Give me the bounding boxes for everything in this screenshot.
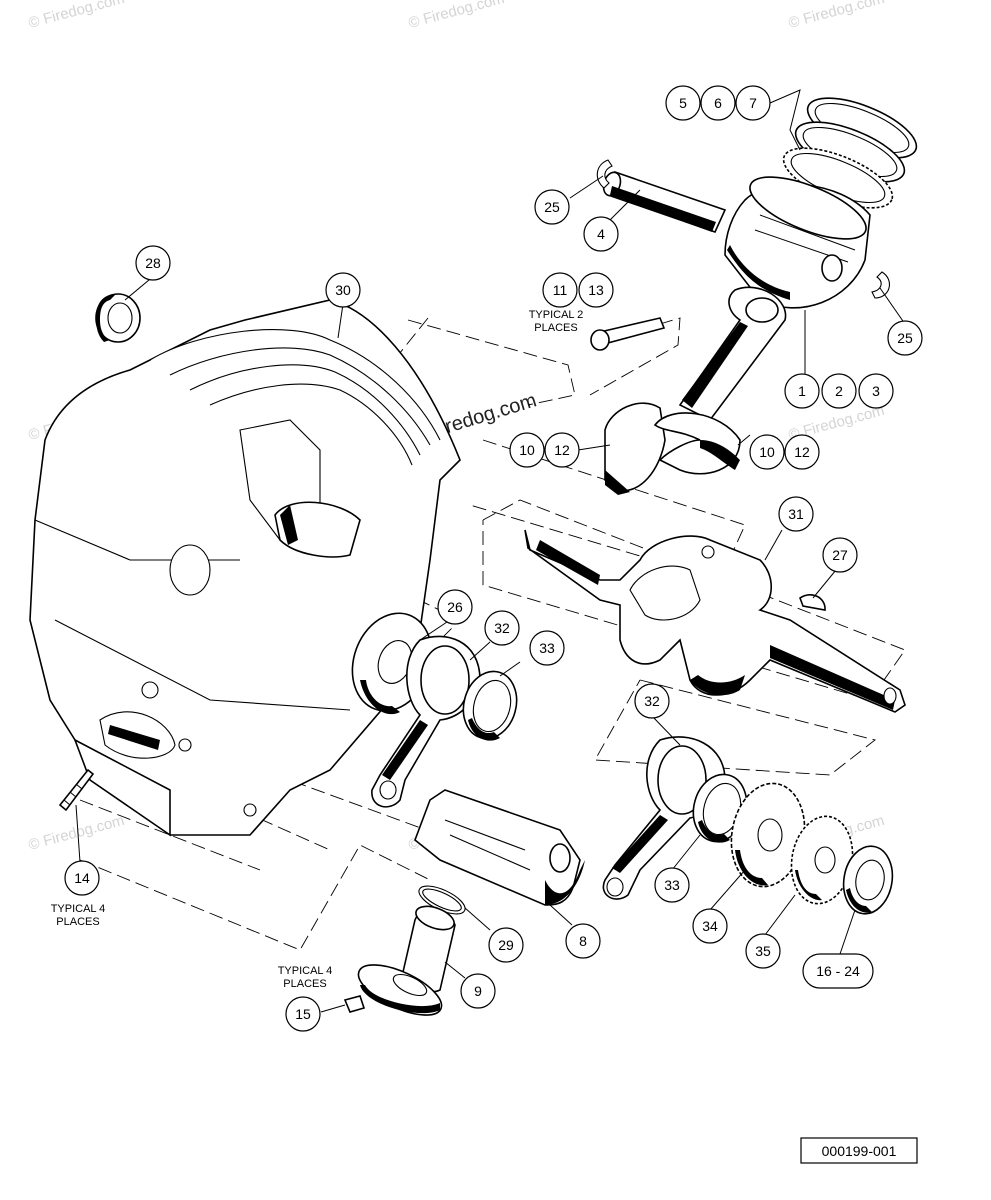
piston-rings <box>782 97 918 209</box>
callout-label: 3 <box>872 383 880 399</box>
crankshaft <box>524 529 906 713</box>
note-line: PLACES <box>534 322 577 334</box>
wrist-pin-assembly <box>596 159 891 299</box>
callout-label: 6 <box>714 95 722 111</box>
callout-label: 11 <box>553 282 568 298</box>
watermark-text: © Firedog.com <box>787 0 887 32</box>
callout-label: 32 <box>644 693 660 709</box>
woodruff-key <box>799 594 826 611</box>
watermark-text: © Firedog.com <box>27 0 127 32</box>
callout-10: 10 <box>749 434 785 470</box>
callout-12: 12 <box>784 434 820 470</box>
note-typical-2-places: TYPICAL 2 PLACES <box>529 309 584 334</box>
callout-label: 33 <box>664 877 680 893</box>
note-typical-4-places-left: TYPICAL 4 PLACES <box>51 903 106 928</box>
callout-label: 30 <box>335 282 351 298</box>
gears <box>730 782 894 915</box>
callout-25: 25 <box>534 189 570 225</box>
callout-label: 13 <box>588 282 604 298</box>
note-line: PLACES <box>56 916 99 928</box>
callout-label: 31 <box>788 506 804 522</box>
callout-label: 2 <box>835 383 843 399</box>
connecting-rod-left <box>371 635 518 808</box>
callout-34: 34 <box>692 908 728 944</box>
leader-lines <box>75 89 906 1013</box>
callout-label: 25 <box>544 199 560 215</box>
callout-2: 2 <box>821 373 857 409</box>
note-typical-4-places-bottom: TYPICAL 4 PLACES <box>278 965 333 990</box>
callout-13: 13 <box>578 272 614 308</box>
figure-id-box: 000199-001 <box>800 1137 918 1164</box>
callout-26: 26 <box>437 589 473 625</box>
flange-cap-assembly <box>343 885 466 1016</box>
watermark-text: © Firedog.com <box>407 0 507 32</box>
callout-label: 32 <box>494 620 510 636</box>
callout-label: 27 <box>832 547 848 563</box>
callout-label: 5 <box>679 95 687 111</box>
connecting-rod-right <box>602 736 748 900</box>
callout-label: 28 <box>145 255 161 271</box>
callout-11: 11 <box>542 272 578 308</box>
callout-label: 15 <box>295 1006 311 1022</box>
callout-31: 31 <box>778 496 814 532</box>
callout-label: 9 <box>474 983 482 999</box>
callout-14: 14 <box>64 860 100 896</box>
callout-label: 26 <box>447 599 463 615</box>
callout-32: 32 <box>634 683 670 719</box>
engine-block <box>29 299 461 837</box>
note-line: TYPICAL 4 <box>51 903 106 915</box>
connecting-rod-top <box>678 286 787 422</box>
callout-label: 34 <box>702 918 718 934</box>
callout-33: 33 <box>529 630 565 666</box>
callout-7: 7 <box>735 85 771 121</box>
callout-label: 7 <box>749 95 757 111</box>
callout-29: 29 <box>488 927 524 963</box>
stud <box>58 768 95 812</box>
callout-label: 8 <box>579 933 587 949</box>
rod-caps <box>604 402 741 495</box>
oil-seal <box>95 293 141 343</box>
callout-label: 10 <box>759 444 775 460</box>
balance-housing <box>414 789 585 906</box>
callout-28: 28 <box>135 245 171 281</box>
callout-label: 16 - 24 <box>816 963 860 979</box>
callout-30: 30 <box>325 272 361 308</box>
piston <box>724 176 871 309</box>
callout-label: 35 <box>755 943 771 959</box>
callout-label: 10 <box>519 442 535 458</box>
callout-9: 9 <box>460 973 496 1009</box>
callout-1: 1 <box>784 373 820 409</box>
callout-35: 35 <box>745 933 781 969</box>
callout-5: 5 <box>665 85 701 121</box>
callout-4: 4 <box>583 216 619 252</box>
callout-3: 3 <box>858 373 894 409</box>
callout-label: 33 <box>539 640 555 656</box>
callout-label: 14 <box>74 870 90 886</box>
note-line: PLACES <box>283 978 326 990</box>
callout-10: 10 <box>509 432 545 468</box>
callout-25: 25 <box>887 320 923 356</box>
callout-label: 4 <box>597 226 605 242</box>
callout-6: 6 <box>700 85 736 121</box>
callout-label: 25 <box>897 330 913 346</box>
callout-label: 29 <box>498 937 514 953</box>
callout-32: 32 <box>484 610 520 646</box>
figure-id: 000199-001 <box>822 1143 897 1159</box>
callout-16-24: 16 - 24 <box>802 953 874 989</box>
callout-27: 27 <box>822 537 858 573</box>
callout-12: 12 <box>544 432 580 468</box>
rod-bolt <box>590 317 666 351</box>
callout-label: 12 <box>554 442 570 458</box>
callout-8: 8 <box>565 923 601 959</box>
callout-15: 15 <box>285 996 321 1032</box>
callout-label: 1 <box>798 383 806 399</box>
note-line: TYPICAL 2 <box>529 309 584 321</box>
note-line: TYPICAL 4 <box>278 965 333 977</box>
callout-33: 33 <box>654 867 690 903</box>
callout-label: 12 <box>794 444 810 460</box>
